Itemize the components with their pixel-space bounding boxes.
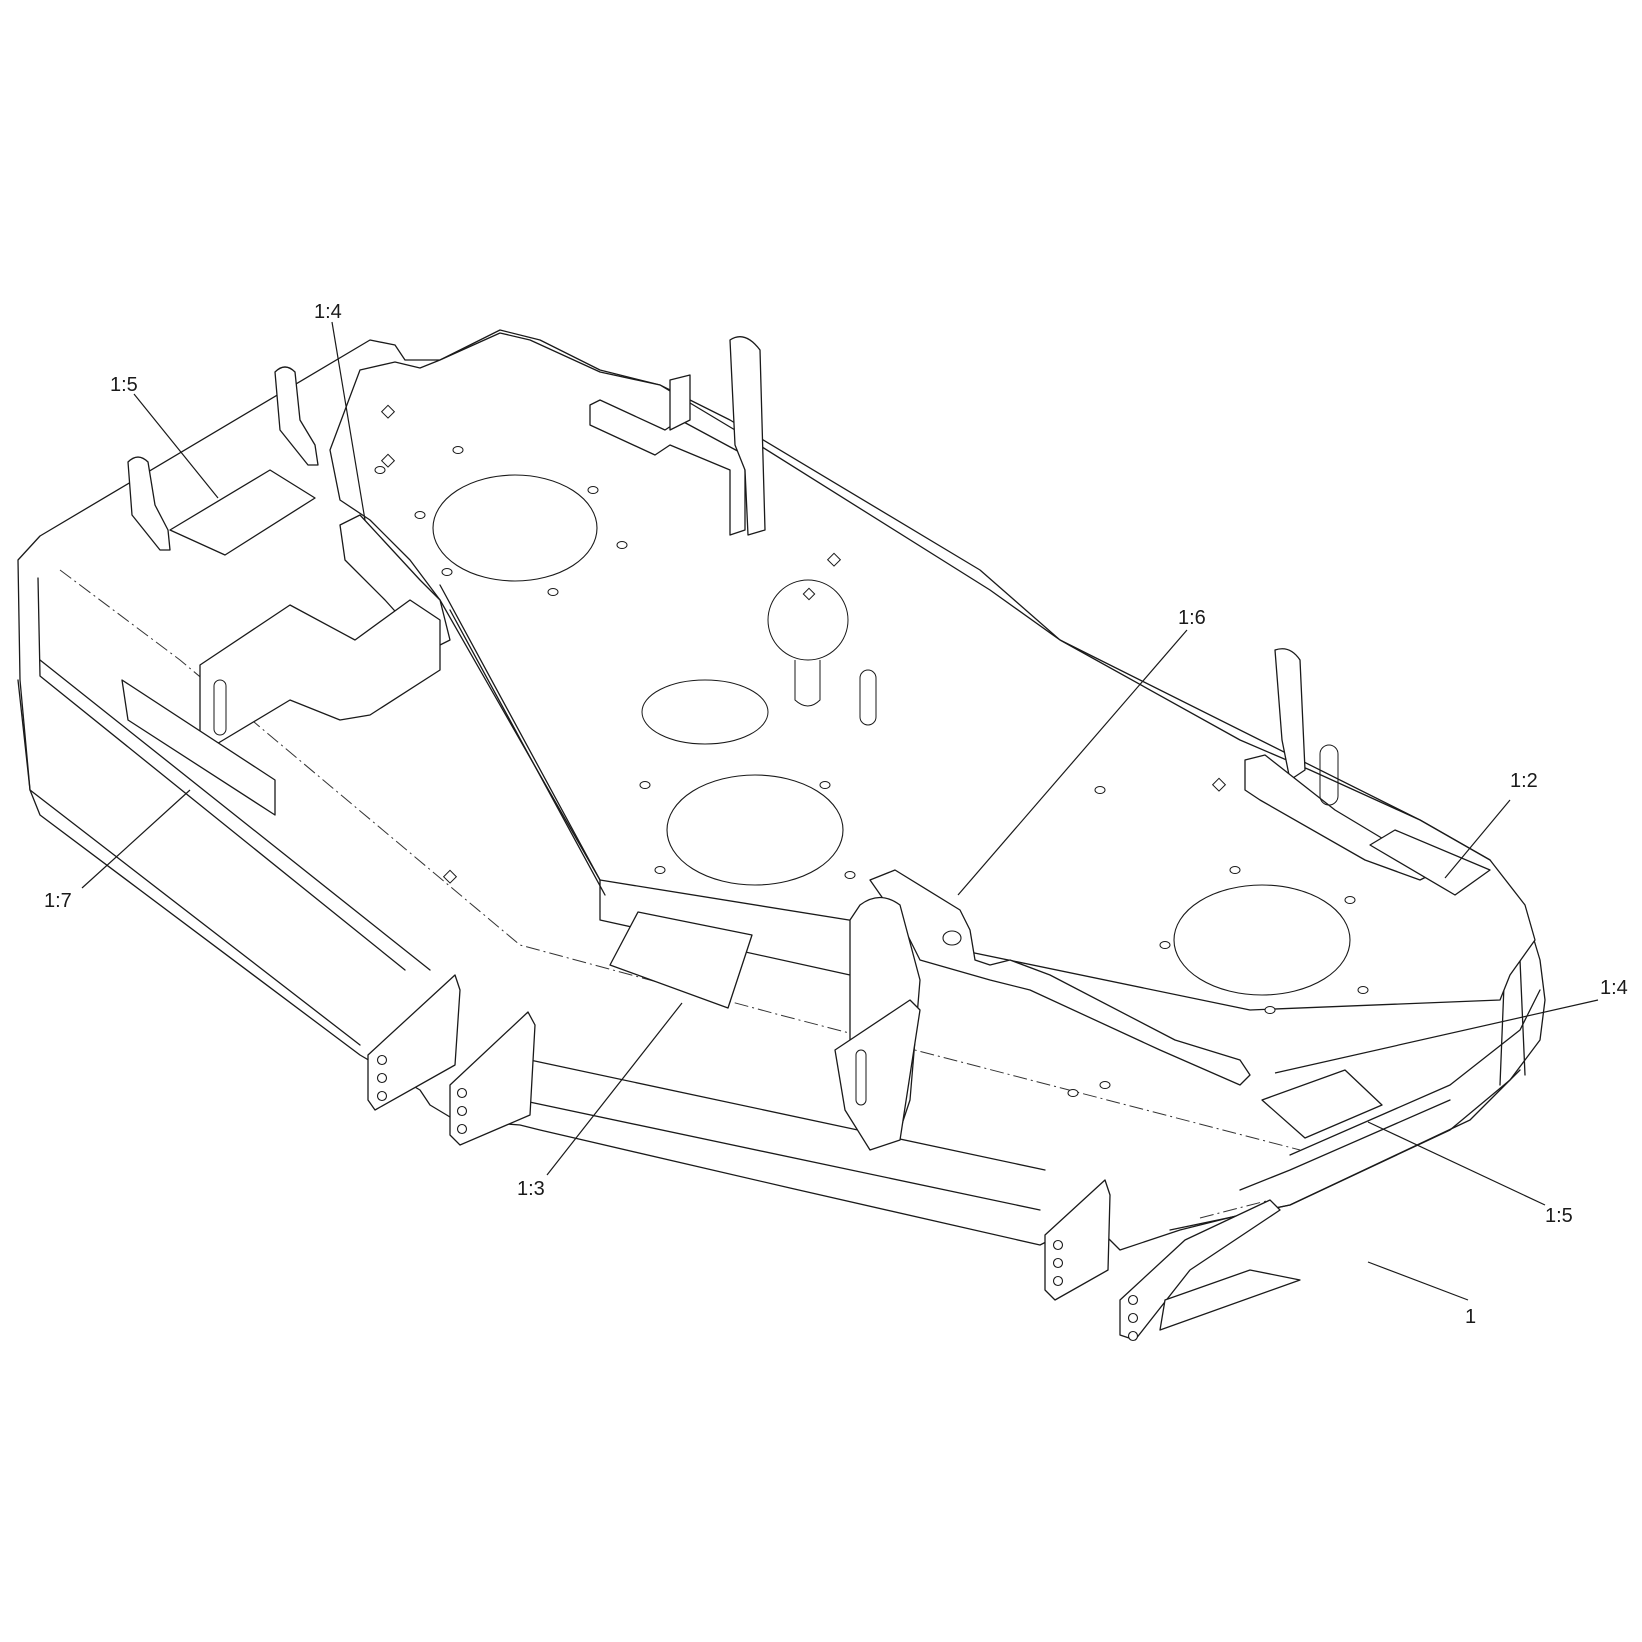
decals <box>121 469 1491 1139</box>
decal-front-center <box>609 911 753 1009</box>
rear-left-brackets <box>127 366 451 746</box>
callout-leaders <box>81 321 1599 1301</box>
rear-right-brackets <box>589 336 1441 881</box>
mounting-holes <box>275 404 1412 1097</box>
callout-label: 1:2 <box>1510 770 1538 792</box>
decal-front-right <box>1261 1069 1383 1139</box>
blade-openings <box>432 474 1351 996</box>
callout-label: 1 <box>1465 1306 1476 1328</box>
callout-label: 1:5 <box>1545 1205 1573 1227</box>
callout-label: 1:5 <box>110 374 138 396</box>
blade-opening-left <box>432 474 598 582</box>
deck-top-plate <box>329 332 1536 1011</box>
callout-label: 1:6 <box>1178 607 1206 629</box>
callout-label: 1:4 <box>1600 977 1628 999</box>
blade-opening-center <box>666 774 844 886</box>
decal-rear-left <box>169 469 316 556</box>
callout-labels: 1:4 1:5 1:6 1:2 1:7 1:4 1:3 1:5 1 <box>44 301 1628 1328</box>
front-center-bracket <box>834 869 1251 1151</box>
decal-right-top <box>1369 829 1491 896</box>
callout-label: 1:7 <box>44 890 72 912</box>
decal-side-left <box>121 679 276 816</box>
blade-opening-right <box>1173 884 1351 996</box>
front-lift-brackets <box>367 974 1301 1342</box>
callout-label: 1:4 <box>314 301 342 323</box>
callout-label: 1:3 <box>517 1178 545 1200</box>
